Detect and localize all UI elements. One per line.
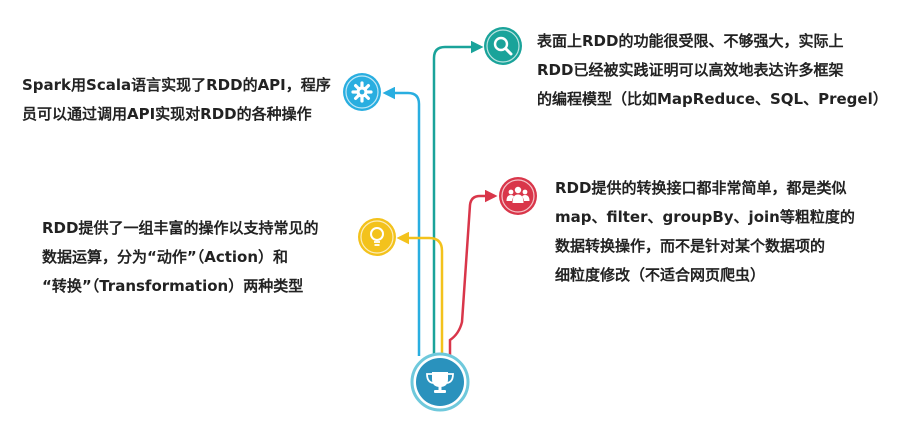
- search-node: [484, 27, 522, 65]
- bulb-text-line-2: 数据运算，分为“动作”（Action）和: [42, 248, 289, 266]
- people-text-line-2: map、filter、groupBy、join等粗粒度的: [555, 208, 855, 226]
- trophy-icon: [426, 372, 454, 393]
- gear-node-text: Spark用Scala语言实现了RDD的API，程序 员可以通过调用API实现对…: [22, 71, 331, 129]
- connector-to-search: [432, 40, 484, 356]
- search-text-line-2: RDD已经被实践证明可以高效地表达许多框架: [537, 61, 844, 79]
- people-icon: [506, 186, 530, 203]
- gear-icon: [351, 81, 373, 103]
- gear-text-line-1: Spark用Scala语言实现了RDD的API，程序: [22, 76, 331, 94]
- search-text-line-1: 表面上RDD的功能很受限、不够强大，实际上: [537, 32, 844, 50]
- gear-node: [343, 73, 381, 111]
- lightbulb-icon: [370, 227, 384, 246]
- gear-text-line-2: 员可以通过调用API实现对RDD的各种操作: [22, 105, 312, 123]
- bulb-text-line-1: RDD提供了一组丰富的操作以支持常见的: [42, 219, 319, 237]
- connector-to-lightbulb: [396, 231, 444, 356]
- people-text-line-3: 数据转换操作，而不是针对某个数据项的: [555, 237, 826, 255]
- people-text-line-1: RDD提供的转换接口都非常简单，都是类似: [555, 179, 847, 197]
- people-node: [499, 177, 537, 215]
- people-text-line-4: 细粒度修改（不适合网页爬虫）: [555, 266, 766, 284]
- lightbulb-node-text: RDD提供了一组丰富的操作以支持常见的 数据运算，分为“动作”（Action）和…: [42, 214, 318, 301]
- bulb-text-line-3: “转换”（Transformation）两种类型: [42, 277, 304, 295]
- lightbulb-node: [358, 218, 396, 256]
- search-text-line-3: 的编程模型（比如MapReduce、SQL、Pregel）: [537, 90, 888, 108]
- search-icon: [493, 36, 513, 56]
- search-node-text: 表面上RDD的功能很受限、不够强大，实际上 RDD已经被实践证明可以高效地表达许…: [537, 27, 888, 114]
- connector-to-gear: [382, 86, 421, 356]
- connector-to-people: [448, 189, 498, 356]
- people-node-text: RDD提供的转换接口都非常简单，都是类似 map、filter、groupBy、…: [555, 174, 855, 290]
- trophy-node: [410, 352, 470, 412]
